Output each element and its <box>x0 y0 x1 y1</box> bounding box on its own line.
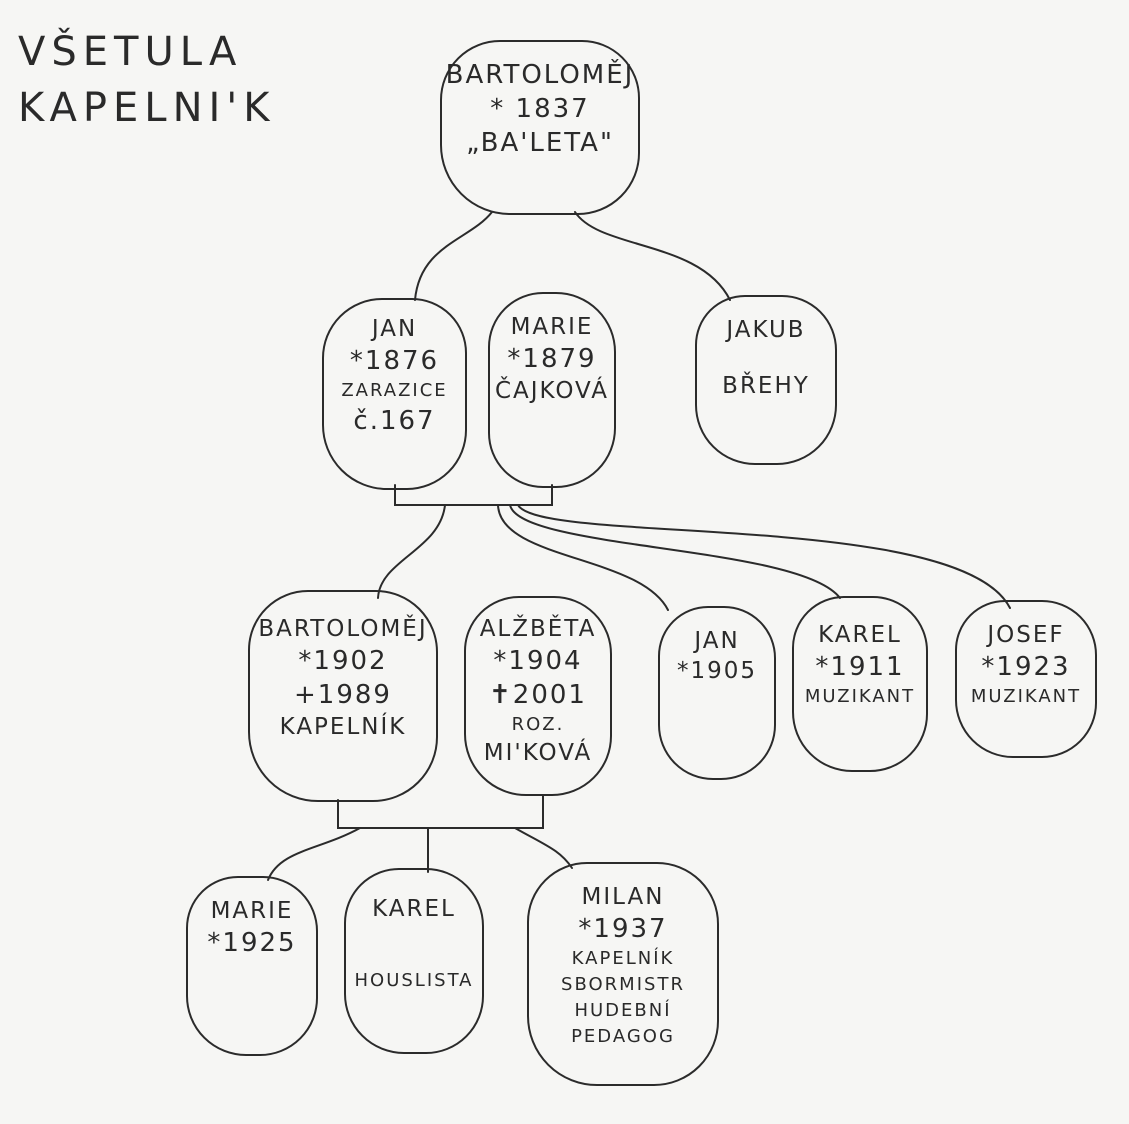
person-died: ✝2001 <box>489 680 587 710</box>
person-name: BARTOLOMĚJ <box>445 60 635 90</box>
person-name: KAREL <box>372 896 456 922</box>
couple-bar-bartolomej-alzbeta <box>337 794 544 829</box>
person-jakub[interactable]: JAKUB BŘEHY <box>695 295 837 465</box>
family-title: VŠETULA KAPELNI'K <box>18 24 276 136</box>
person-name: ALŽBĚTA <box>479 616 597 642</box>
person-note: HOUSLISTA <box>354 970 474 991</box>
person-karel[interactable]: KAREL HOUSLISTA <box>344 868 484 1054</box>
link-to-marie-1925 <box>267 827 361 881</box>
person-nickname: „BA'LETA" <box>466 128 614 158</box>
link-to-karel-1911 <box>509 504 841 599</box>
person-born: *1902 <box>298 646 388 676</box>
person-note: KAPELNÍK <box>279 714 407 740</box>
family-title-line1: VŠETULA <box>18 29 243 75</box>
link-to-josef-1923 <box>517 504 1011 609</box>
person-note-3: HUDEBNÍ <box>574 1000 672 1021</box>
person-born: *1911 <box>815 652 905 682</box>
person-alzbeta-1904[interactable]: ALŽBĚTA *1904 ✝2001 ROZ. MI'KOVÁ <box>464 596 612 796</box>
person-josef-1923[interactable]: JOSEF *1923 MUZIKANT <box>955 600 1097 758</box>
person-place: ZARAZICE <box>341 380 448 401</box>
person-marie-1925[interactable]: MARIE *1925 <box>186 876 318 1056</box>
person-name: MARIE <box>510 314 594 340</box>
link-to-milan-1937 <box>514 827 573 869</box>
person-milan-1937[interactable]: MILAN *1937 KAPELNÍK SBORMISTR HUDEBNÍ P… <box>527 862 719 1086</box>
family-title-line2: KAPELNI'K <box>18 85 276 131</box>
link-bartolomej-1837-to-jan-marie <box>414 211 493 301</box>
person-born: *1925 <box>207 928 297 958</box>
person-born: * 1837 <box>490 94 590 124</box>
person-jan-1876[interactable]: JAN *1876 ZARAZICE č.167 <box>322 298 467 490</box>
person-name: BARTOLOMĚJ <box>258 616 428 642</box>
link-bartolomej-1837-to-jakub <box>574 211 731 301</box>
person-born: *1923 <box>981 652 1071 682</box>
person-name: JAN <box>371 316 418 342</box>
person-name: KAREL <box>818 622 902 648</box>
person-born: *1904 <box>493 646 583 676</box>
person-born: *1876 <box>349 346 440 376</box>
person-name: JOSEF <box>987 622 1065 648</box>
person-maiden-name: MI'KOVÁ <box>483 740 593 766</box>
person-born: *1879 <box>507 344 597 374</box>
person-name: JAKUB <box>726 317 806 343</box>
person-jan-1905[interactable]: JAN *1905 <box>658 606 776 780</box>
person-note-2: SBORMISTR <box>561 974 685 995</box>
person-note-1: KAPELNÍK <box>571 948 675 969</box>
person-marie-1879[interactable]: MARIE *1879 ČAJKOVÁ <box>488 292 616 488</box>
person-bartolomej-1837[interactable]: BARTOLOMĚJ * 1837 „BA'LETA" <box>440 40 640 215</box>
person-bartolomej-1902[interactable]: BARTOLOMĚJ *1902 +1989 KAPELNÍK <box>248 590 438 802</box>
person-born: *1937 <box>578 914 668 944</box>
person-place: BŘEHY <box>722 373 810 399</box>
person-died: +1989 <box>294 680 392 710</box>
person-house-number: č.167 <box>353 406 436 436</box>
person-maiden-prefix: ROZ. <box>511 714 565 735</box>
person-name: MILAN <box>581 884 665 910</box>
person-karel-1911[interactable]: KAREL *1911 MUZIKANT <box>792 596 928 772</box>
person-note: MUZIKANT <box>804 686 916 707</box>
person-name: JAN <box>694 628 740 654</box>
couple-bar-jan-marie <box>394 484 553 506</box>
person-maiden-name: ČAJKOVÁ <box>494 378 610 404</box>
person-note: MUZIKANT <box>970 686 1082 707</box>
link-to-bartolomej-1902 <box>377 504 446 599</box>
person-born: *1905 <box>676 658 758 684</box>
person-note-4: PEDAGOG <box>571 1026 675 1047</box>
person-name: MARIE <box>210 898 294 924</box>
link-to-jan-1905 <box>497 504 669 611</box>
